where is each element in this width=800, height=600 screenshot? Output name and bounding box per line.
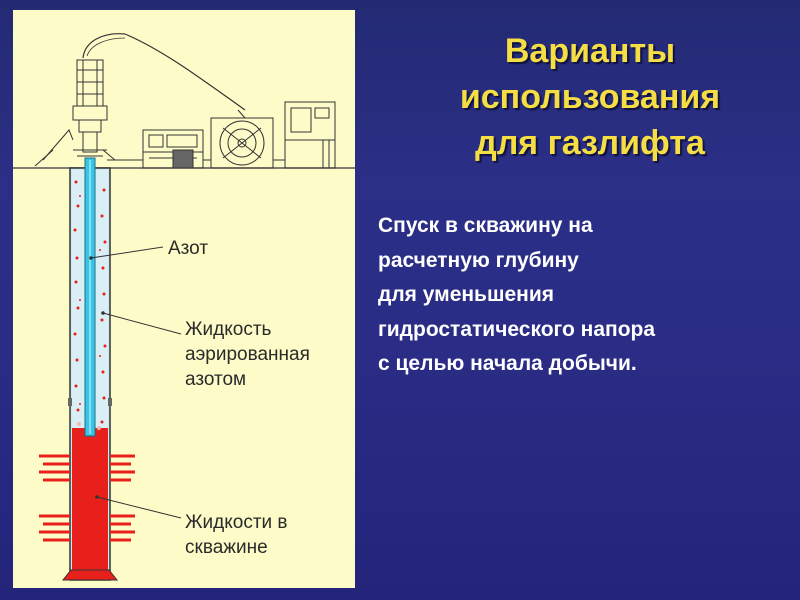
pointer-aerated [102, 312, 182, 335]
label-aerated-fluid: Жидкость аэрированная азотом [185, 317, 310, 392]
tubing-line [124, 33, 246, 111]
title-line-2: использования [459, 78, 721, 116]
label-aerated-line-1: Жидкость [185, 319, 272, 340]
label-nitrogen-text: Азот [168, 238, 209, 259]
well-diagram [13, 33, 355, 581]
pointer-well-fluid [96, 496, 182, 519]
title-line-3: для газлифта [475, 124, 705, 162]
gooseneck-icon [82, 33, 126, 59]
nitrogen-unit-icon [284, 101, 336, 169]
well-fluid [72, 428, 108, 578]
diagram-panel: Азот Жидкость аэрированная азотом Жидкос… [13, 10, 355, 588]
label-nitrogen: Азот [168, 236, 208, 261]
description-line-4: гидростатического напора [378, 317, 656, 341]
title-line-1: Варианты [504, 32, 676, 70]
control-cabin-icon [142, 129, 204, 169]
perforations-upper [39, 454, 135, 482]
label-well-fluid: Жидкости в скважине [185, 510, 288, 560]
label-well-fluid-line-2: скважине [185, 537, 268, 558]
label-aerated-line-2: аэрированная [185, 344, 310, 365]
description-line-1: Спуск в скважину на [378, 214, 593, 237]
description-line-5: с целью начала добычи. [378, 352, 637, 375]
tubing-reel-icon [210, 109, 274, 169]
description-line-2: расчетную глубину [378, 248, 579, 272]
description-line-3: для уменьшения [378, 283, 554, 306]
label-aerated-line-3: азотом [185, 369, 247, 390]
aeration-bubbles [73, 180, 107, 424]
slide-description: Спуск в скважину на расчетную глубину дл… [378, 209, 778, 382]
slide-title: Варианты использования для газлифта [420, 28, 760, 166]
pointer-nitrogen [90, 246, 164, 259]
label-well-fluid-line-1: Жидкости в [185, 512, 288, 533]
perforations-lower [39, 514, 135, 542]
injector-head-icon [34, 59, 116, 167]
